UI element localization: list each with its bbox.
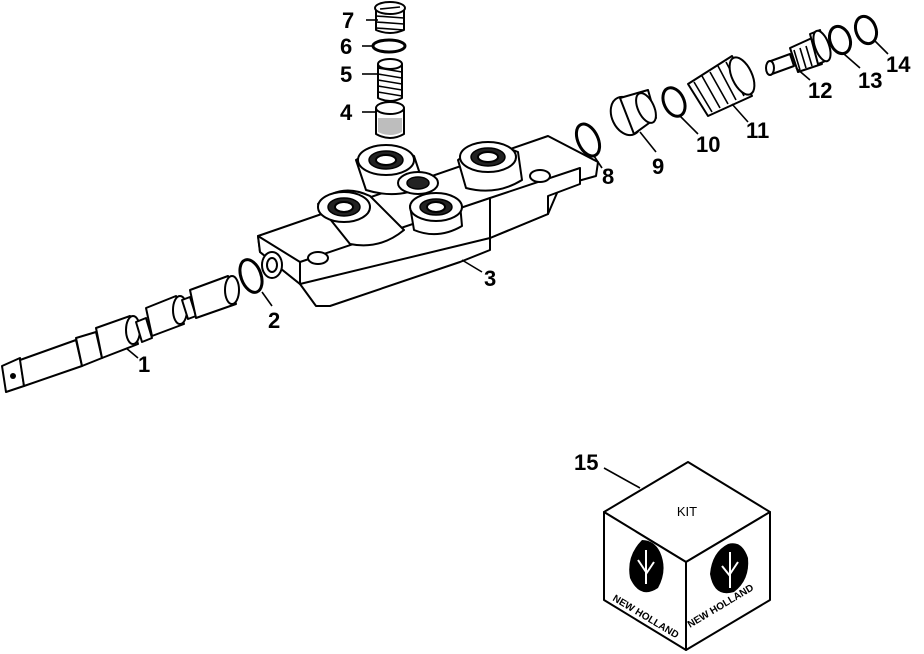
plug-7 xyxy=(374,1,406,34)
callout-7: 7 xyxy=(342,8,354,33)
callout-3: 3 xyxy=(484,266,496,291)
callout-6: 6 xyxy=(340,34,352,59)
leader-lines xyxy=(125,19,889,489)
washer-10 xyxy=(661,86,687,118)
o-ring-2 xyxy=(238,258,264,294)
bushing-9 xyxy=(609,89,657,137)
callout-5: 5 xyxy=(340,62,352,87)
o-ring-6 xyxy=(371,38,407,54)
new-holland-logo-right xyxy=(710,543,749,594)
callout-1: 1 xyxy=(138,352,150,377)
poppet-12 xyxy=(765,29,832,76)
callout-15: 15 xyxy=(574,450,598,475)
snap-ring-14 xyxy=(853,14,879,46)
callout-11: 11 xyxy=(746,118,769,143)
valve-body xyxy=(257,135,599,307)
sleeve-4 xyxy=(375,101,405,139)
callout-10: 10 xyxy=(696,132,720,157)
washer-13 xyxy=(827,24,853,56)
callout-9: 9 xyxy=(652,154,664,179)
o-ring-8 xyxy=(574,122,602,158)
kit-label: KIT xyxy=(677,504,697,519)
callout-14: 14 xyxy=(886,52,911,77)
callout-4: 4 xyxy=(340,100,353,125)
spool xyxy=(1,275,240,393)
callout-2: 2 xyxy=(268,308,280,333)
new-holland-logo-left xyxy=(629,540,664,593)
callout-13: 13 xyxy=(858,68,882,93)
kit-box: KIT NEW HOLLAND NEW HOLLAND xyxy=(603,461,771,651)
spring-5 xyxy=(377,58,403,102)
spring-11 xyxy=(687,55,756,117)
callout-8: 8 xyxy=(602,164,614,189)
callout-12: 12 xyxy=(808,78,832,103)
